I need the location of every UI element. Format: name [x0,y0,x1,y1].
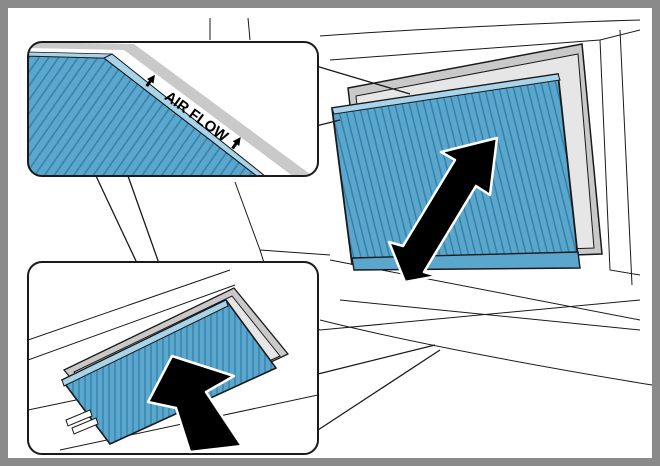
filter-insertion-callout [28,262,318,454]
airflow-callout: AIR FLOW [28,42,318,180]
